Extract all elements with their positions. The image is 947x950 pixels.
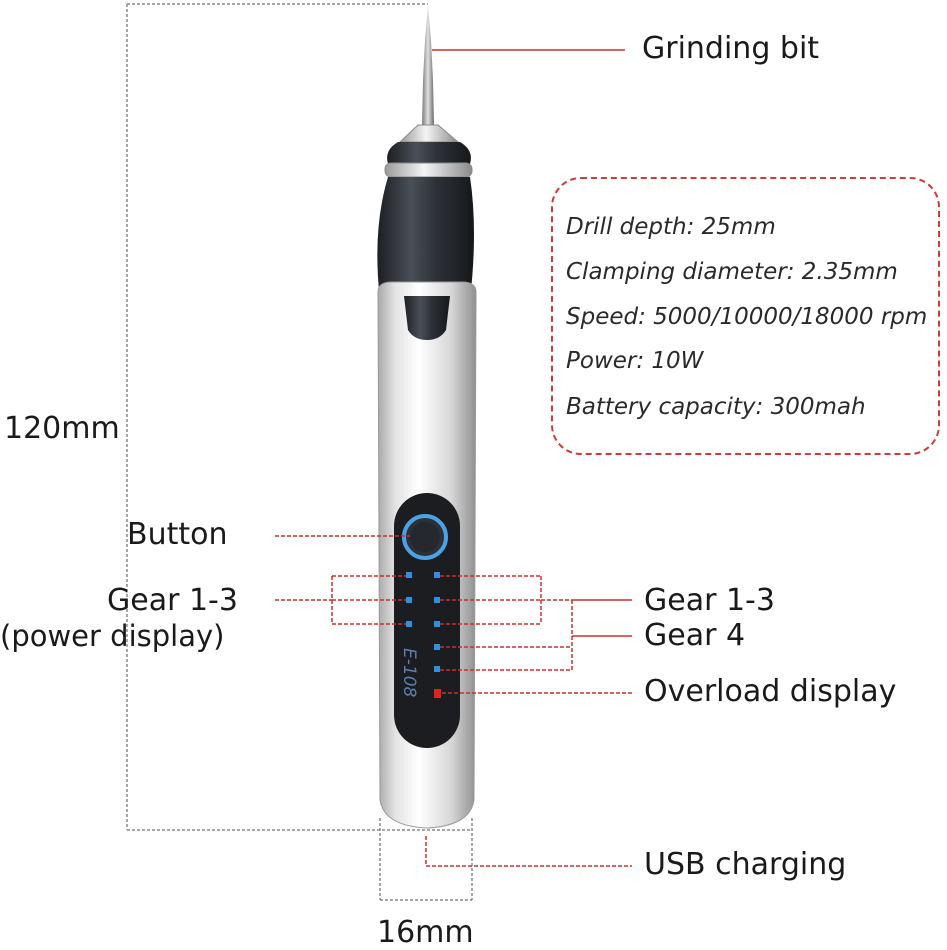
usb-leader: [425, 836, 632, 867]
spec-power: Power: 10W: [566, 348, 704, 374]
label-gear-left-line1: Gear 1-3: [107, 583, 238, 618]
spec-battery-capacity: Battery capacity: 300mah: [566, 394, 866, 420]
led-right-3: [434, 621, 440, 627]
label-usb-charging: USB charging: [644, 847, 847, 882]
leader-lines: [275, 49, 632, 867]
label-button: Button: [127, 517, 228, 552]
led-right-1: [434, 572, 440, 578]
label-grinding-bit: Grinding bit: [642, 31, 820, 66]
spec-speed: Speed: 5000/10000/18000 rpm: [566, 304, 928, 330]
spec-clamping-diameter: Clamping diameter: 2.35mm: [566, 259, 898, 285]
led-left-2: [406, 597, 412, 603]
led-right-5: [434, 666, 440, 672]
spec-box: [551, 177, 940, 455]
led-left-3: [406, 621, 412, 627]
nose-ring: [384, 162, 473, 178]
led-left-1: [406, 572, 412, 578]
nose-cap: [387, 142, 471, 164]
grip-tongue: [404, 296, 450, 340]
rubber-grip: [377, 177, 474, 300]
label-height: 120mm: [4, 411, 120, 446]
power-button[interactable]: [410, 522, 440, 552]
control-panel: [394, 493, 460, 748]
dimension-lines: [126, 3, 473, 901]
label-width: 16mm: [377, 915, 474, 950]
grinding-bit-shape: [422, 6, 434, 125]
label-gear-left-line2: (power display): [0, 619, 225, 653]
collet-collar: [398, 124, 460, 143]
gear-4-leaders: [440, 600, 573, 671]
spec-drill-depth: Drill depth: 25mm: [566, 214, 776, 240]
model-text: E-108: [399, 648, 419, 698]
gear-left-leaders: [275, 575, 406, 625]
label-overload-display: Overload display: [644, 674, 897, 709]
label-gear-4: Gear 4: [644, 618, 746, 653]
gear-right-1-3-leaders: [440, 575, 572, 625]
led-right-2: [434, 597, 440, 603]
led-right-4: [434, 644, 440, 650]
led-overload: [434, 689, 441, 698]
label-gear-right-1-3: Gear 1-3: [644, 583, 775, 618]
grinder-device: E-108: [377, 6, 477, 829]
